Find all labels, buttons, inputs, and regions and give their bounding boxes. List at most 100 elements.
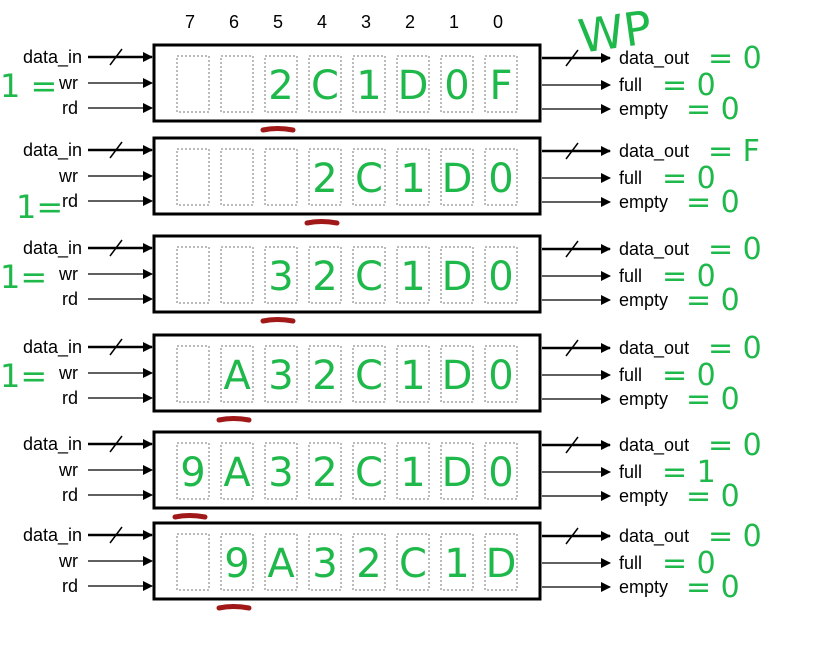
fifo-cell <box>264 148 298 206</box>
fifo-cell <box>176 442 210 500</box>
fifo-cell <box>220 148 254 206</box>
cell-value: 9 <box>224 541 249 587</box>
output-value-annotation: = 0 <box>662 546 716 581</box>
signal-full: full <box>619 462 642 482</box>
cell-value: D <box>398 63 429 109</box>
cell-value: 9 <box>180 450 205 496</box>
cell-value: D <box>442 353 473 399</box>
output-value-annotation: = 0 <box>708 428 762 463</box>
output-value-annotation: = 0 <box>662 161 716 196</box>
fifo-cell <box>264 345 298 403</box>
cell-value: 3 <box>268 450 293 496</box>
fifo-cell <box>352 533 386 591</box>
signal-rd: rd <box>62 388 78 408</box>
signal-data-in: data_in <box>23 525 82 546</box>
cell-value: 0 <box>444 63 469 109</box>
bus-slash <box>565 527 579 545</box>
cell-value: D <box>442 254 473 300</box>
fifo-cell <box>176 533 210 591</box>
cell-value: 2 <box>312 353 337 399</box>
signal-full: full <box>619 75 642 95</box>
fifo-cell <box>176 246 210 304</box>
fifo-cell <box>484 246 518 304</box>
wr-annotation: 1= <box>0 357 47 395</box>
signal-data-in: data_in <box>23 140 82 161</box>
output-value-annotation: = 0 <box>708 41 762 76</box>
signal-empty: empty <box>619 192 668 212</box>
cell-value: C <box>355 254 383 300</box>
fifo-cell <box>264 442 298 500</box>
signal-rd: rd <box>62 289 78 309</box>
cell-value: 0 <box>488 254 513 300</box>
cell-value: A <box>267 541 295 587</box>
signal-data-out: data_out <box>619 239 689 260</box>
cell-value: A <box>223 450 251 496</box>
index-label: 3 <box>361 12 371 32</box>
signal-empty: empty <box>619 99 668 119</box>
fifo-cell <box>264 246 298 304</box>
signal-rd: rd <box>62 191 78 211</box>
bus-slash <box>109 239 123 257</box>
fifo-cell <box>352 148 386 206</box>
rd-annotation: 1= <box>16 188 63 226</box>
fifo-cell <box>484 148 518 206</box>
signal-data-out: data_out <box>619 141 689 162</box>
bus-slash <box>565 49 579 67</box>
cell-value: 1 <box>400 156 425 202</box>
fifo-box <box>152 333 542 413</box>
output-value-annotation: = 0 <box>686 570 740 605</box>
output-value-annotation: = 0 <box>708 232 762 267</box>
signal-empty: empty <box>619 577 668 597</box>
fifo-cell <box>440 345 474 403</box>
signal-wr: wr <box>58 73 78 93</box>
cell-value: 2 <box>356 541 381 587</box>
pointer-mark <box>260 126 296 133</box>
fifo-cell <box>484 55 518 113</box>
bus-slash <box>565 240 579 258</box>
fifo-cell <box>484 442 518 500</box>
pointer-mark <box>172 513 208 520</box>
signal-rd: rd <box>62 98 78 118</box>
fifo-cell <box>484 345 518 403</box>
fifo-cell <box>440 442 474 500</box>
output-value-annotation: = 0 <box>708 331 762 366</box>
wr-annotation: 1 = <box>0 67 57 105</box>
cell-value: C <box>399 541 427 587</box>
fifo-cell <box>264 533 298 591</box>
index-label: 1 <box>449 12 459 32</box>
signal-full: full <box>619 365 642 385</box>
cell-value: F <box>489 63 512 109</box>
output-value-annotation: = 1 <box>662 455 716 490</box>
fifo-cell <box>308 442 342 500</box>
bus-slash <box>565 142 579 160</box>
cell-value: 1 <box>444 541 469 587</box>
cell-value: 0 <box>488 450 513 496</box>
fifo-cell <box>264 55 298 113</box>
index-label: 5 <box>273 12 283 32</box>
output-value-annotation: = 0 <box>662 358 716 393</box>
fifo-cell <box>396 345 430 403</box>
fifo-box <box>152 521 542 601</box>
signal-full: full <box>619 168 642 188</box>
cell-value: 3 <box>312 541 337 587</box>
fifo-cell <box>396 55 430 113</box>
cell-value: 1 <box>400 450 425 496</box>
cell-value: 2 <box>312 156 337 202</box>
signal-data-in: data_in <box>23 47 82 68</box>
output-value-annotation: = 0 <box>686 92 740 127</box>
signal-rd: rd <box>62 576 78 596</box>
fifo-cell <box>396 246 430 304</box>
output-value-annotation: = 0 <box>686 283 740 318</box>
wr-annotation: 1= <box>0 258 47 296</box>
cell-value: 1 <box>400 254 425 300</box>
signal-data-out: data_out <box>619 338 689 359</box>
index-label: 4 <box>317 12 327 32</box>
signal-data-out: data_out <box>619 526 689 547</box>
cell-value: C <box>355 353 383 399</box>
fifo-cell <box>308 246 342 304</box>
signal-wr: wr <box>58 551 78 571</box>
pointer-mark <box>260 317 296 324</box>
